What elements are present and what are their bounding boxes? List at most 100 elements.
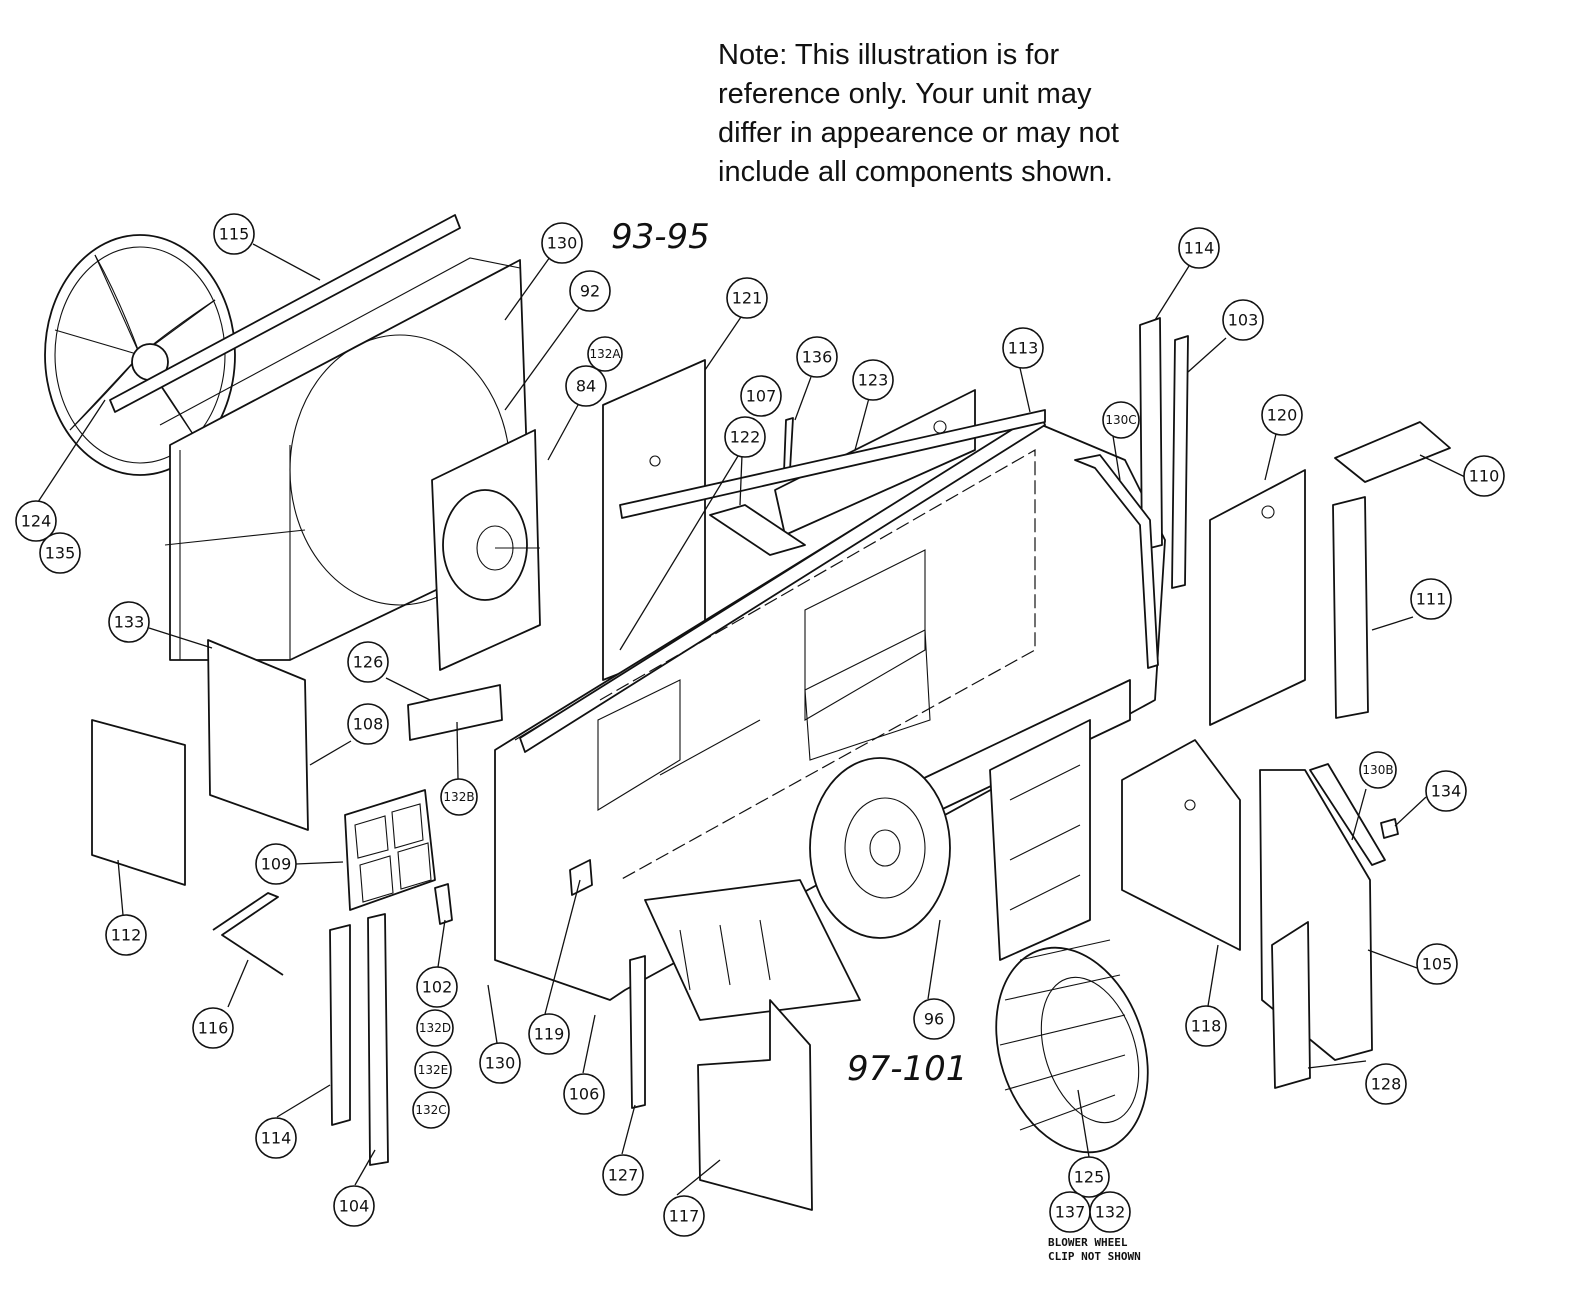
blower-wheel: [995, 939, 1149, 1154]
callout-114-top[interactable]: 114: [1178, 227, 1220, 269]
callout-127[interactable]: 127: [602, 1154, 644, 1196]
callout-124[interactable]: 124: [15, 500, 57, 542]
callout-104[interactable]: 104: [333, 1185, 375, 1227]
svg-text:109: 109: [261, 855, 292, 874]
callout-119[interactable]: 119: [528, 1013, 570, 1055]
svg-text:130C: 130C: [1105, 413, 1136, 427]
svg-text:96: 96: [924, 1010, 944, 1029]
panel-123: [774, 389, 976, 536]
callout-112[interactable]: 112: [105, 914, 147, 956]
svg-text:113: 113: [1008, 339, 1039, 358]
plate-126: [407, 684, 503, 741]
svg-text:136: 136: [802, 348, 833, 367]
panel-108: [207, 639, 309, 831]
svg-text:123: 123: [858, 371, 889, 390]
main-chassis: [494, 411, 1166, 1021]
condenser-fan-blade: [44, 234, 236, 476]
callout-132b[interactable]: 132B: [440, 778, 478, 816]
svg-text:92: 92: [580, 282, 600, 301]
callout-130-bottom[interactable]: 130: [479, 1042, 521, 1084]
callout-108[interactable]: 108: [347, 703, 389, 745]
callout-123[interactable]: 123: [852, 359, 894, 401]
callout-84[interactable]: 84: [565, 365, 607, 407]
callout-130b[interactable]: 130B: [1359, 751, 1397, 789]
strip-103: [1171, 335, 1189, 589]
callout-114-bottom[interactable]: 114: [255, 1117, 297, 1159]
svg-text:103: 103: [1228, 311, 1259, 330]
callout-126[interactable]: 126: [347, 641, 389, 683]
svg-text:137: 137: [1055, 1203, 1086, 1222]
callout-136[interactable]: 136: [796, 336, 838, 378]
svg-text:126: 126: [353, 653, 384, 672]
callout-118[interactable]: 118: [1185, 1005, 1227, 1047]
callout-134[interactable]: 134: [1425, 770, 1467, 812]
reference-note: Note: This illustration is for reference…: [718, 36, 1238, 192]
callout-130-top[interactable]: 130: [541, 222, 583, 264]
callout-130c[interactable]: 130C: [1102, 401, 1140, 439]
callout-132c[interactable]: 132C: [412, 1091, 450, 1129]
svg-text:104: 104: [339, 1197, 370, 1216]
callout-107[interactable]: 107: [740, 375, 782, 417]
handwritten-range-top: 93-95: [611, 217, 710, 257]
callout-111[interactable]: 111: [1410, 578, 1452, 620]
panel-118: [1121, 739, 1241, 951]
bracket-119: [569, 859, 593, 896]
filter-109: [344, 789, 436, 911]
callout-103[interactable]: 103: [1222, 299, 1264, 341]
svg-text:121: 121: [732, 289, 763, 308]
strip-114-upper: [1139, 317, 1163, 551]
callout-102[interactable]: 102: [416, 966, 458, 1008]
callout-132a[interactable]: 132A: [587, 336, 623, 372]
clip-102: [434, 883, 453, 925]
svg-text:108: 108: [353, 715, 384, 734]
callout-121[interactable]: 121: [726, 277, 768, 319]
callout-132[interactable]: 132: [1089, 1191, 1131, 1233]
svg-text:122: 122: [730, 428, 761, 447]
svg-text:132A: 132A: [589, 347, 621, 361]
svg-text:132: 132: [1095, 1203, 1126, 1222]
rail-104: [367, 913, 389, 1166]
strip-114-lower: [329, 924, 351, 1126]
rail-136: [783, 417, 794, 473]
svg-text:130: 130: [485, 1054, 516, 1073]
callout-117[interactable]: 117: [663, 1195, 705, 1237]
svg-text:120: 120: [1267, 406, 1298, 425]
svg-text:102: 102: [422, 978, 453, 997]
svg-text:118: 118: [1191, 1017, 1222, 1036]
callout-125[interactable]: 125: [1068, 1156, 1110, 1198]
callout-110[interactable]: 110: [1463, 455, 1505, 497]
panel-120: [1209, 469, 1306, 726]
svg-text:130: 130: [547, 234, 578, 253]
callout-137[interactable]: 137: [1049, 1191, 1091, 1233]
callout-96[interactable]: 96: [913, 998, 955, 1040]
callout-122[interactable]: 122: [724, 416, 766, 458]
note-line-2: reference only. Your unit may: [718, 78, 1092, 110]
callout-116[interactable]: 116: [192, 1007, 234, 1049]
side-panel-130c: [1074, 454, 1159, 669]
strip-127: [629, 955, 646, 1109]
callout-115[interactable]: 115: [213, 213, 255, 255]
callout-109[interactable]: 109: [255, 843, 297, 885]
svg-text:132B: 132B: [443, 790, 474, 804]
svg-text:117: 117: [669, 1207, 700, 1226]
svg-text:106: 106: [569, 1085, 600, 1104]
svg-text:116: 116: [198, 1019, 229, 1038]
callout-132e[interactable]: 132E: [414, 1051, 452, 1089]
callout-128[interactable]: 128: [1365, 1063, 1407, 1105]
svg-text:112: 112: [111, 926, 142, 945]
svg-text:105: 105: [1422, 955, 1453, 974]
callout-92[interactable]: 92: [569, 270, 611, 312]
note-line-3: differ in appearence or may not: [718, 117, 1119, 149]
svg-text:119: 119: [534, 1025, 565, 1044]
callout-132d[interactable]: 132D: [416, 1009, 454, 1047]
svg-text:134: 134: [1431, 782, 1462, 801]
callout-113[interactable]: 113: [1002, 327, 1044, 369]
strip-130b: [1309, 763, 1386, 866]
panel-128: [1271, 921, 1311, 1089]
callout-105[interactable]: 105: [1416, 943, 1458, 985]
callout-120[interactable]: 120: [1261, 394, 1303, 436]
callout-106[interactable]: 106: [563, 1073, 605, 1115]
callout-133[interactable]: 133: [108, 601, 150, 643]
callout-135[interactable]: 135: [39, 532, 81, 574]
